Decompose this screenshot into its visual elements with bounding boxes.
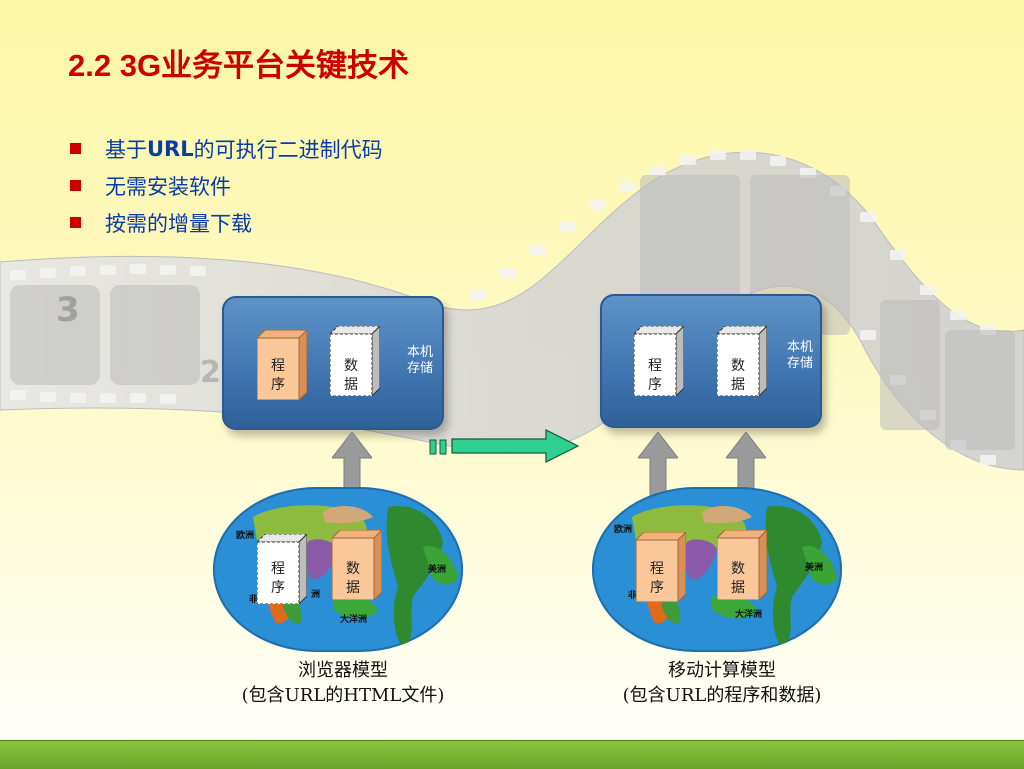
bullet-square-icon: [70, 217, 81, 228]
footer-bar: [0, 740, 1024, 769]
left-top-data-cube: [330, 326, 380, 396]
right-bottom-program-cube: [636, 532, 686, 602]
left-bottom-program-label: 程序: [271, 561, 285, 596]
bullet-square-icon: [70, 180, 81, 191]
right-caption-subtitle: (包含URL的程序和数据): [622, 685, 822, 706]
right-top-program-label: 程序: [648, 358, 662, 393]
right-map-label-europe: 欧洲: [614, 525, 633, 535]
left-top-data-label: 数据: [344, 358, 358, 393]
bullet-item-no-install: 无需安装软件: [70, 167, 383, 204]
bullet-text: 按需的增量下载: [105, 211, 252, 236]
right-bottom-data-cube: [717, 530, 767, 600]
right-upload-arrow-data-icon: [726, 432, 766, 508]
left-bottom-data-label: 数据: [346, 561, 360, 596]
left-caption-subtitle: (包含URL的HTML文件): [241, 685, 445, 706]
film-frame-number-2: 2: [200, 355, 221, 390]
left-top-program-cube: [257, 330, 307, 400]
bullet-square-icon: [70, 143, 81, 154]
right-map-label-africa: 非: [628, 591, 638, 601]
right-bottom-program-label: 程序: [650, 561, 664, 596]
left-bottom-program-cube: [257, 534, 307, 604]
right-map-label-oceania: 大洋洲: [735, 610, 763, 620]
film-frame-number-3: 3: [56, 290, 80, 330]
right-map-label-america: 美洲: [805, 563, 824, 573]
bullet-text-prefix: 基于: [105, 137, 147, 162]
left-caption-title: 浏览器模型: [298, 660, 388, 681]
left-map-label-asia-fragment: 洲: [311, 590, 321, 600]
right-upload-arrow-program-icon: [638, 432, 678, 508]
left-bottom-data-cube: [332, 530, 382, 600]
bullet-text-suffix: 的可执行二进制代码: [193, 137, 383, 162]
bullet-item-incremental-download: 按需的增量下载: [70, 204, 383, 241]
right-top-program-cube: [634, 326, 684, 396]
transition-arrow-icon: [429, 429, 580, 463]
left-map-label-europe: 欧洲: [236, 531, 255, 541]
left-map-label-america: 美洲: [428, 565, 447, 575]
right-top-data-label: 数据: [731, 358, 745, 393]
slide-title: 2.2 3G业务平台关键技术: [68, 48, 410, 83]
right-model-caption: 移动计算模型 (包含URL的程序和数据): [592, 658, 852, 708]
right-caption-title: 移动计算模型: [668, 660, 776, 681]
left-model-caption: 浏览器模型 (包含URL的HTML文件): [213, 658, 473, 708]
left-top-program-label: 程序: [271, 358, 285, 393]
right-storage-label: 本机 存储: [786, 340, 813, 371]
bullet-text: 无需安装软件: [105, 174, 231, 199]
left-storage-label: 本机 存储: [406, 345, 433, 376]
right-top-data-cube: [717, 326, 767, 396]
left-upload-arrow-icon: [332, 432, 372, 508]
left-map-label-oceania: 大洋洲: [340, 615, 368, 625]
left-map-label-africa: 非: [249, 595, 259, 605]
right-bottom-data-label: 数据: [731, 561, 745, 596]
bullet-text-emphasis: URL: [147, 136, 194, 161]
